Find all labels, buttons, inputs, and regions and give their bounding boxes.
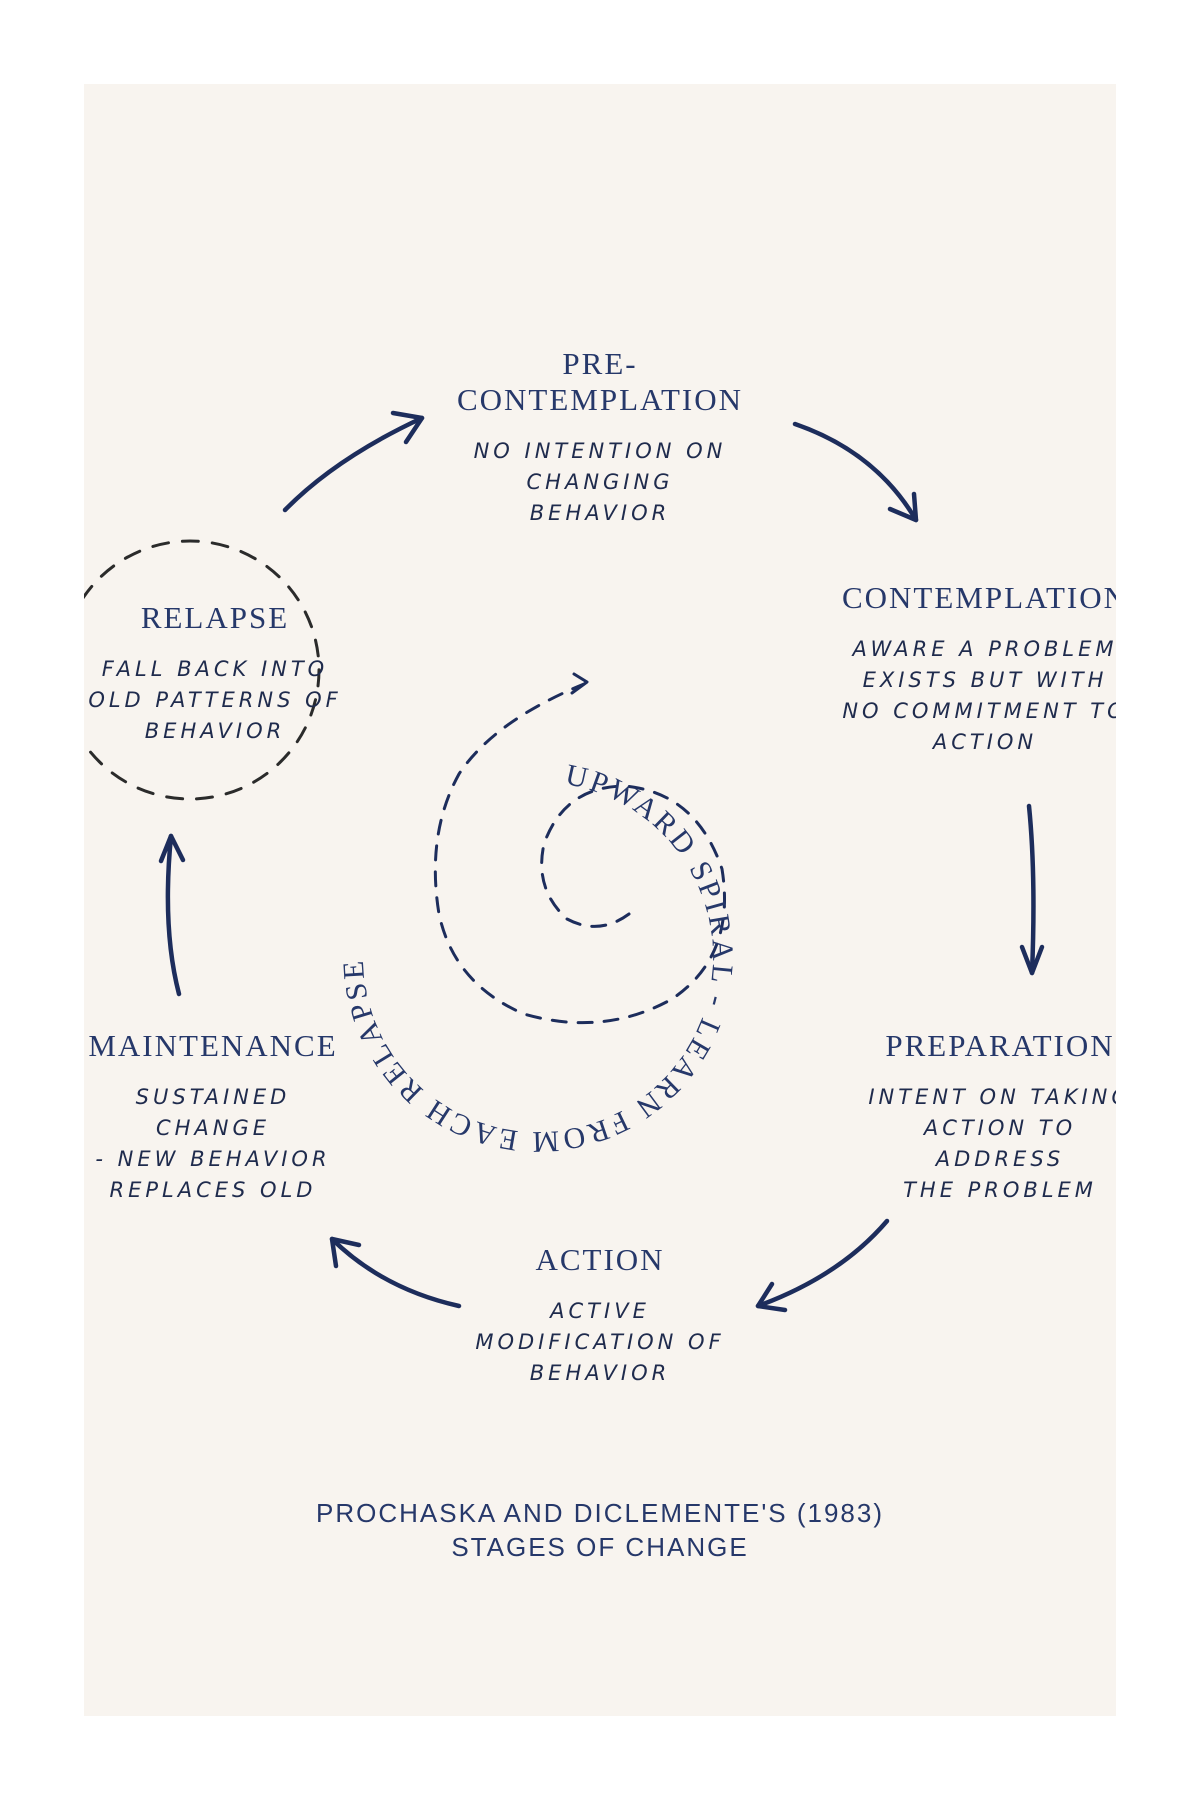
stage-action: ACTION ACTIVE MODIFICATION OF BEHAVIOR [467, 1242, 733, 1389]
diagram-card: UPWARD SPIRAL - LEARN FROM EACH RELAPSE … [84, 84, 1116, 1716]
stage-description: AWARE A PROBLEM EXISTS BUT WITH NO COMMI… [842, 637, 1116, 754]
arrow-action-to-maintenance [329, 1236, 462, 1309]
arrow-relapse-to-precontemplation [282, 410, 425, 513]
arrow-preparation-to-action [755, 1218, 890, 1313]
stage-relapse: RELAPSE FALL BACK INTO OLD PATTERNS OF B… [84, 600, 346, 747]
stage-title: PRE- CONTEMPLATION [456, 346, 744, 417]
stage-description: ACTIVE MODIFICATION OF BEHAVIOR [475, 1299, 725, 1385]
stage-description: INTENT ON TAKING ACTION TO ADDRESS THE P… [868, 1085, 1116, 1202]
arrow-maintenance-to-relapse [158, 833, 186, 997]
stage-title: RELAPSE [140, 600, 290, 635]
stage-title: MAINTENANCE [88, 1028, 338, 1063]
diagram-graphics: UPWARD SPIRAL - LEARN FROM EACH RELAPSE [84, 410, 1045, 1313]
stage-preparation: PREPARATION INTENT ON TAKING ACTION TO A… [860, 1028, 1116, 1206]
relapse-dashed-circle [84, 539, 321, 801]
stage-title: ACTION [535, 1242, 665, 1277]
stage-precontemplation: PRE- CONTEMPLATION NO INTENTION ON CHANG… [420, 346, 780, 529]
stage-description: FALL BACK INTO OLD PATTERNS OF BEHAVIOR [88, 657, 342, 743]
stage-title: CONTEMPLATION [841, 580, 1116, 615]
stage-maintenance: MAINTENANCE SUSTAINED CHANGE - NEW BEHAV… [84, 1028, 344, 1206]
stage-description: NO INTENTION ON CHANGING BEHAVIOR [473, 439, 727, 525]
spiral-arrowhead [570, 672, 589, 695]
spiral-label: UPWARD SPIRAL - LEARN FROM EACH RELAPSE [337, 758, 740, 1158]
arrow-contemplation-to-preparation [1019, 803, 1045, 976]
stage-contemplation: CONTEMPLATION AWARE A PROBLEM EXISTS BUT… [840, 580, 1116, 758]
arrow-precontemplation-to-contemplation [792, 421, 919, 523]
diagram-caption: PROCHASKA AND DICLEMENTE'S (1983) STAGES… [316, 1498, 884, 1562]
stage-description: SUSTAINED CHANGE - NEW BEHAVIOR REPLACES… [95, 1085, 331, 1202]
upward-spiral [433, 682, 726, 1025]
stage-title: PREPARATION [885, 1028, 1115, 1063]
